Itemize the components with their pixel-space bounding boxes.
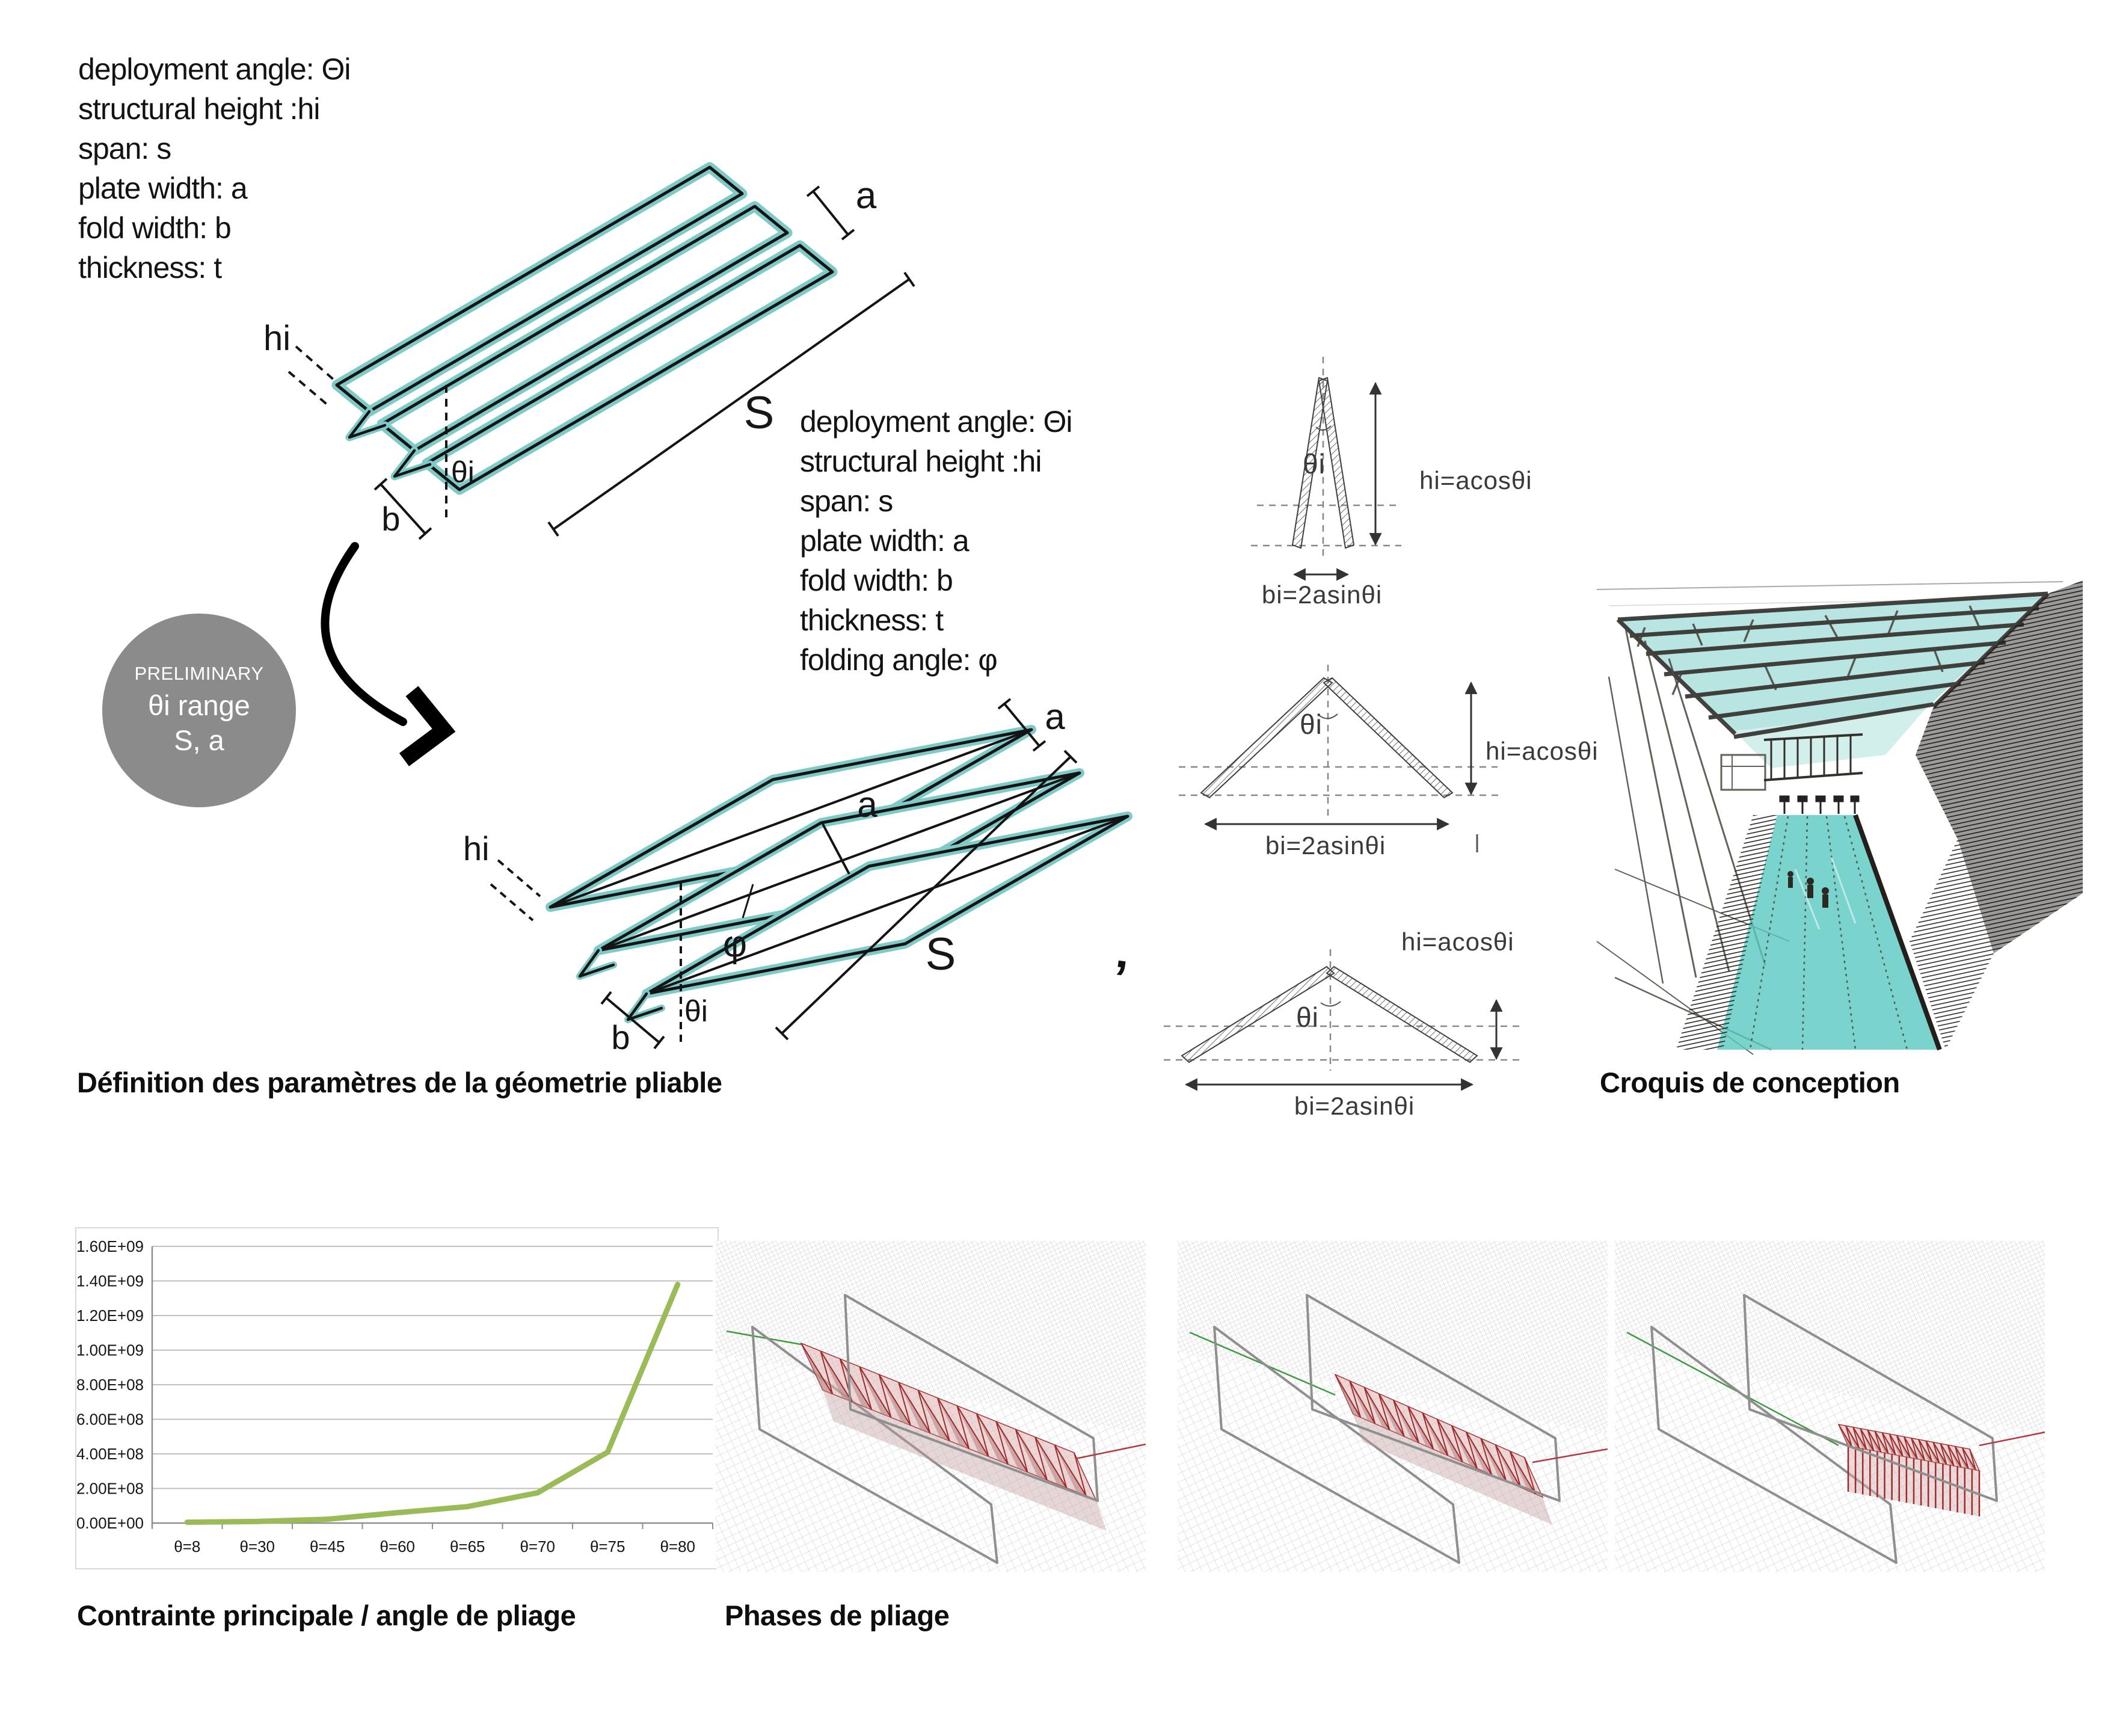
badge-line: S, a — [174, 724, 224, 756]
theta-label: θi — [1300, 709, 1323, 740]
label-a: a — [856, 175, 877, 217]
height-formula: hi=acosθi — [1486, 737, 1599, 765]
theta-label: θi — [1296, 1002, 1319, 1033]
chart-frame — [75, 1227, 719, 1569]
label-b: b — [611, 1018, 630, 1056]
badge-line: θi range — [148, 689, 250, 721]
sketch-pool — [1676, 814, 1942, 1051]
svg-text:4.00E+08: 4.00E+08 — [76, 1445, 144, 1463]
caption-contrainte: Contrainte principale / angle de pliage — [77, 1599, 576, 1631]
label-hi: hi — [463, 830, 490, 867]
parameter-list-mid: deployment angle: Θi structural height :… — [800, 402, 1073, 680]
svg-text:0.00E+00: 0.00E+00 — [76, 1514, 144, 1532]
caption-croquis: Croquis de conception — [1600, 1067, 1900, 1098]
width-formula: bi=2asinθi — [1294, 1092, 1415, 1120]
param-line: plate width: a — [78, 171, 248, 205]
param-line: thickness: t — [800, 603, 944, 637]
param-line: structural height :hi — [78, 92, 320, 126]
chart-data-line — [184, 1281, 681, 1525]
caption-definition: Définition des paramètres de la géometri… — [77, 1067, 722, 1098]
label-hi: hi — [263, 319, 290, 358]
width-formula: bi=2asinθi — [1262, 580, 1382, 609]
svg-text:θ=30: θ=30 — [239, 1537, 275, 1556]
theta-label: θi — [1303, 448, 1326, 479]
param-line: folding angle: φ — [800, 643, 998, 677]
label-s: S — [744, 387, 775, 439]
label-a-mid: a — [857, 784, 877, 825]
cross-section-open: θi hi=acosθi bi=2asinθi — [1164, 928, 1525, 1120]
label-phi: φ — [723, 923, 747, 965]
svg-text:8.00E+08: 8.00E+08 — [76, 1376, 144, 1394]
param-line: fold width: b — [800, 564, 953, 597]
svg-text:θ=70: θ=70 — [520, 1537, 555, 1556]
label-a-top: a — [1045, 697, 1065, 737]
svg-text:θ=8: θ=8 — [174, 1537, 200, 1556]
accordion-dimension-lines — [490, 698, 1078, 1050]
render-phase-2-folding — [1178, 1241, 1608, 1572]
chart-y-axis-labels: 0.00E+00 2.00E+08 4.00E+08 6.00E+08 8.00E+08… — [76, 1237, 144, 1532]
width-formula: bi=2asinθi — [1265, 831, 1386, 860]
param-line: deployment angle: Θi — [800, 405, 1073, 439]
flat-slats — [331, 162, 838, 495]
label-theta: θi — [451, 455, 475, 489]
label-s: S — [926, 929, 956, 980]
svg-text:1.20E+09: 1.20E+09 — [76, 1307, 144, 1325]
curved-arrow-icon — [321, 542, 456, 766]
svg-text:6.00E+08: 6.00E+08 — [76, 1411, 144, 1429]
cross-section-closed: θi hi=acosθi bi=2asinθi — [1251, 357, 1532, 609]
svg-text:θ=75: θ=75 — [590, 1537, 625, 1556]
param-line: thickness: t — [78, 251, 222, 285]
chart-x-axis-labels: θ=8 θ=30 θ=45 θ=60 θ=65 θ=70 θ=75 θ=80 — [174, 1537, 695, 1556]
param-line: span: s — [78, 132, 171, 165]
param-line: span: s — [800, 484, 893, 518]
label-theta: θi — [684, 994, 708, 1028]
height-formula: hi=acosθi — [1419, 466, 1532, 494]
param-line: structural height :hi — [800, 445, 1042, 478]
diagram-folded-plate-flat: hi a S b θi — [263, 162, 915, 540]
diagram-folded-plate-accordion: hi a a φ S θi b — [463, 697, 1132, 1056]
flat-dimension-lines — [287, 185, 915, 540]
svg-text:θ=60: θ=60 — [380, 1537, 415, 1556]
cross-section-mid: θi hi=acosθi bi=2asinθi — [1179, 665, 1599, 860]
sketch-roof — [1616, 591, 2050, 768]
cross-section-diagrams: θi hi=acosθi bi=2asinθi θi hi=acosθi bi=… — [1164, 357, 1599, 1120]
preliminary-badge: PRELIMINARY θi range S, a — [102, 614, 296, 807]
svg-text:1.00E+09: 1.00E+09 — [76, 1341, 144, 1359]
chart-gridlines — [151, 1246, 713, 1529]
badge-line: PRELIMINARY — [134, 663, 264, 684]
caption-phases: Phases de pliage — [725, 1599, 950, 1631]
render-phase-1-deployed — [716, 1241, 1146, 1572]
svg-text:θ=65: θ=65 — [450, 1537, 485, 1556]
sketch-dark-wall — [1910, 580, 2083, 1050]
render-phase-3-folded — [1615, 1241, 2045, 1572]
height-formula: hi=acosθi — [1401, 928, 1514, 956]
svg-text:1.60E+09: 1.60E+09 — [76, 1237, 144, 1255]
parameter-list-top: deployment angle: Θi structural height :… — [78, 49, 351, 288]
sketch-starting-blocks — [1779, 795, 1860, 814]
sketch-figures — [1787, 871, 1829, 908]
stress-angle-chart: 0.00E+00 2.00E+08 4.00E+08 6.00E+08 8.00E+08… — [75, 1227, 719, 1569]
accordion-strips — [545, 725, 1132, 1023]
svg-text:2.00E+08: 2.00E+08 — [76, 1480, 144, 1498]
svg-text:θ=45: θ=45 — [310, 1537, 345, 1556]
sketch-gantry — [1763, 733, 1863, 781]
svg-text:θ=80: θ=80 — [660, 1537, 695, 1556]
param-line: deployment angle: Θi — [78, 52, 351, 86]
concept-sketch — [1596, 580, 2083, 1055]
param-line: fold width: b — [78, 211, 232, 245]
label-b: b — [381, 500, 400, 538]
svg-text:1.40E+09: 1.40E+09 — [76, 1272, 144, 1290]
param-line: plate width: a — [800, 524, 970, 558]
